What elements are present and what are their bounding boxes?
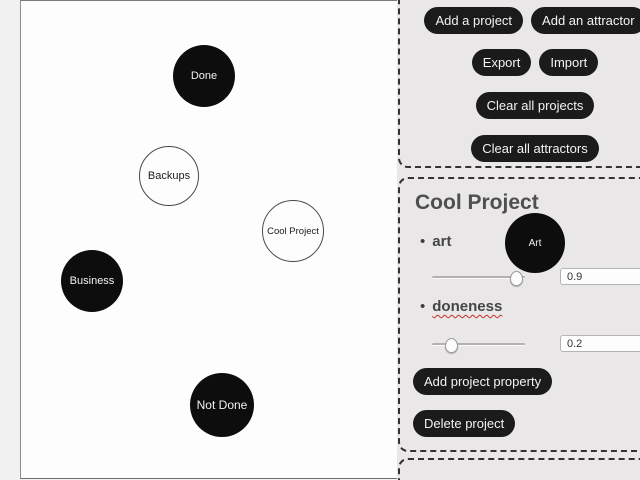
property-name-art[interactable]: art: [432, 233, 452, 250]
delete-project-button[interactable]: Delete project: [413, 410, 516, 437]
add-attractor-button[interactable]: Add an attractor: [531, 7, 640, 34]
add-property-button[interactable]: Add project property: [413, 368, 553, 395]
clear-projects-button[interactable]: Clear all projects: [475, 92, 595, 119]
node-business[interactable]: Business: [61, 250, 123, 312]
node-cool-project[interactable]: Cool Project: [262, 200, 324, 262]
bullet-icon: •: [420, 233, 426, 250]
property-name-doneness[interactable]: doneness: [432, 298, 503, 315]
toolbar-row-2: Export Import: [400, 49, 640, 76]
node-not-done[interactable]: Not Done: [190, 373, 254, 437]
slider-track: [432, 343, 525, 346]
doneness-slider[interactable]: [432, 335, 525, 353]
doneness-value-input[interactable]: [560, 335, 640, 352]
node-done[interactable]: Done: [173, 45, 235, 107]
project-title[interactable]: Cool Project: [415, 191, 539, 214]
export-button[interactable]: Export: [471, 49, 532, 76]
slider-thumb[interactable]: [509, 271, 523, 286]
property-row-doneness: • doneness: [420, 298, 502, 315]
art-slider[interactable]: [432, 268, 525, 286]
project-editor-section: Cool Project • art ▲ ▼ •: [398, 177, 640, 452]
add-project-button[interactable]: Add a project: [424, 7, 524, 34]
toolbar-section: Add a project Add an attractor Export Im…: [398, 0, 640, 168]
art-value-wrap: ▲ ▼: [560, 268, 640, 285]
toolbar-row-4: Clear all attractors: [400, 135, 640, 162]
import-button[interactable]: Import: [539, 49, 599, 76]
bullet-icon: •: [420, 298, 426, 315]
slider-track: [432, 276, 525, 279]
toolbar-row-1: Add a project Add an attractor: [400, 7, 640, 34]
toolbar-row-3: Clear all projects: [400, 92, 640, 119]
node-art[interactable]: Art: [505, 213, 565, 273]
attractor-section: [398, 458, 640, 480]
property-controls-art: ▲ ▼: [432, 268, 640, 286]
art-value-input[interactable]: [560, 268, 640, 285]
node-backups[interactable]: Backups: [139, 146, 199, 206]
slider-thumb[interactable]: [444, 338, 458, 353]
property-row-art: • art: [420, 233, 451, 250]
clear-attractors-button[interactable]: Clear all attractors: [471, 135, 599, 162]
property-controls-doneness: ▲ ▼: [432, 335, 640, 353]
doneness-value-wrap: ▲ ▼: [560, 335, 640, 352]
